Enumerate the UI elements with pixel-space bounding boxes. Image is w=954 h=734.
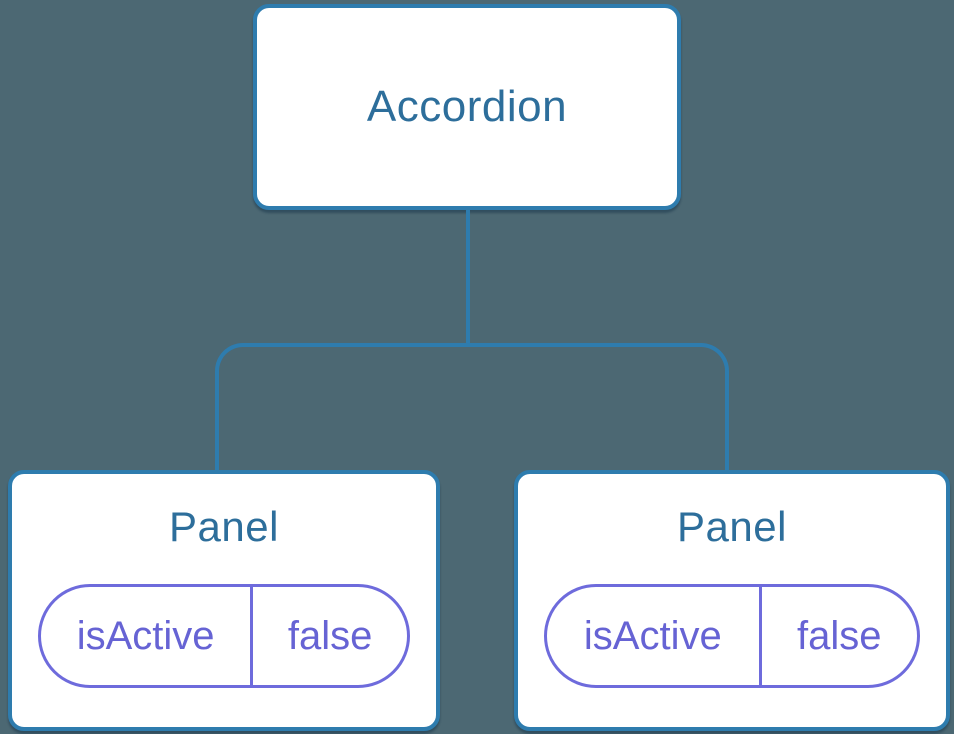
connector-stem (466, 210, 470, 344)
state-pill: isActive false (38, 584, 410, 689)
connector-branches (215, 343, 729, 470)
tree-node-panel-right: Panel isActive false (514, 470, 950, 731)
state-name: isActive (41, 587, 254, 686)
state-value: false (287, 613, 373, 658)
state-value: false (797, 613, 882, 658)
accordion-node-label: Accordion (366, 82, 568, 131)
panel-node-label: Panel (677, 503, 787, 550)
state-pill: isActive false (544, 584, 920, 689)
tree-node-accordion: Accordion (253, 4, 681, 210)
tree-node-panel-left: Panel isActive false (8, 470, 440, 731)
state-name: isActive (547, 587, 762, 686)
panel-node-label: Panel (169, 503, 279, 550)
